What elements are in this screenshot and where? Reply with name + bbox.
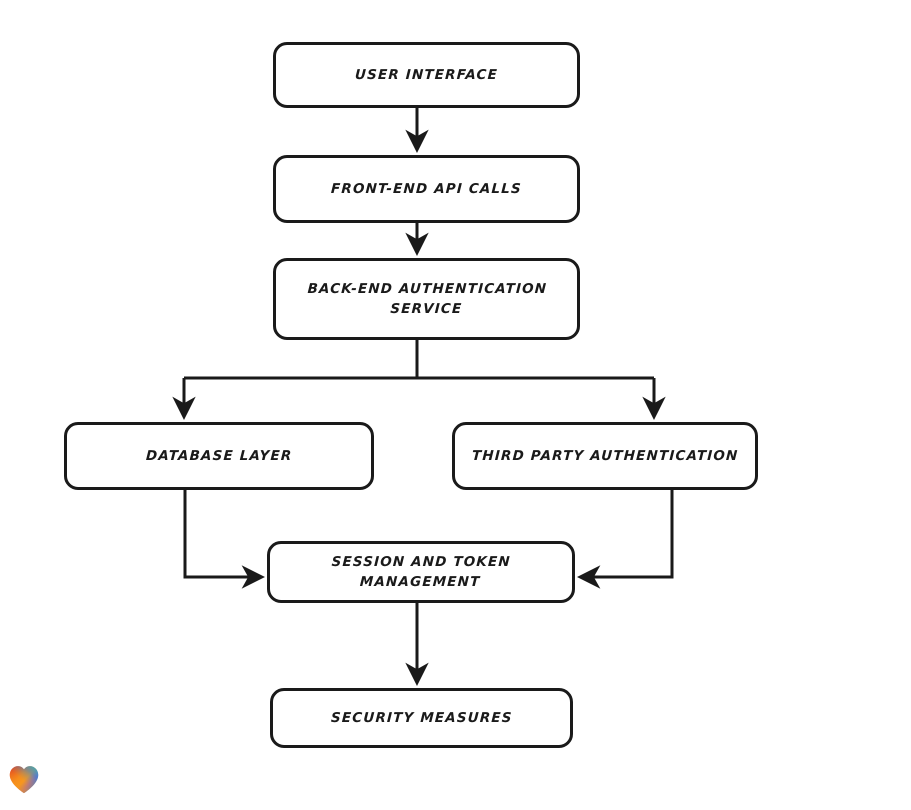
edge-database-to-session: [183, 490, 266, 589]
node-security-measures-label: Security Measures: [330, 709, 513, 726]
node-third-party-authentication-label: Third Party Authentication: [471, 447, 739, 464]
node-session-and-token-management-label: Session and Token Management: [331, 553, 512, 590]
node-database-layer[interactable]: Database Layer: [64, 422, 374, 490]
node-security-measures[interactable]: Security Measures: [270, 688, 573, 748]
node-frontend-api-calls-label: Front-End API Calls: [330, 180, 523, 197]
node-user-interface-label: User Interface: [354, 66, 499, 83]
node-session-and-token-management[interactable]: Session and Token Management: [267, 541, 575, 603]
node-user-interface[interactable]: User Interface: [273, 42, 580, 108]
node-database-layer-label: Database Layer: [145, 447, 293, 464]
node-backend-authentication-service[interactable]: Back-End Authentication Service: [273, 258, 580, 340]
node-third-party-authentication[interactable]: Third Party Authentication: [452, 422, 758, 490]
heart-icon: [9, 766, 39, 794]
edge-thirdparty-to-session: [576, 490, 674, 589]
node-backend-authentication-service-label: Back-End Authentication Service: [306, 280, 548, 317]
node-frontend-api-calls[interactable]: Front-End API Calls: [273, 155, 580, 223]
